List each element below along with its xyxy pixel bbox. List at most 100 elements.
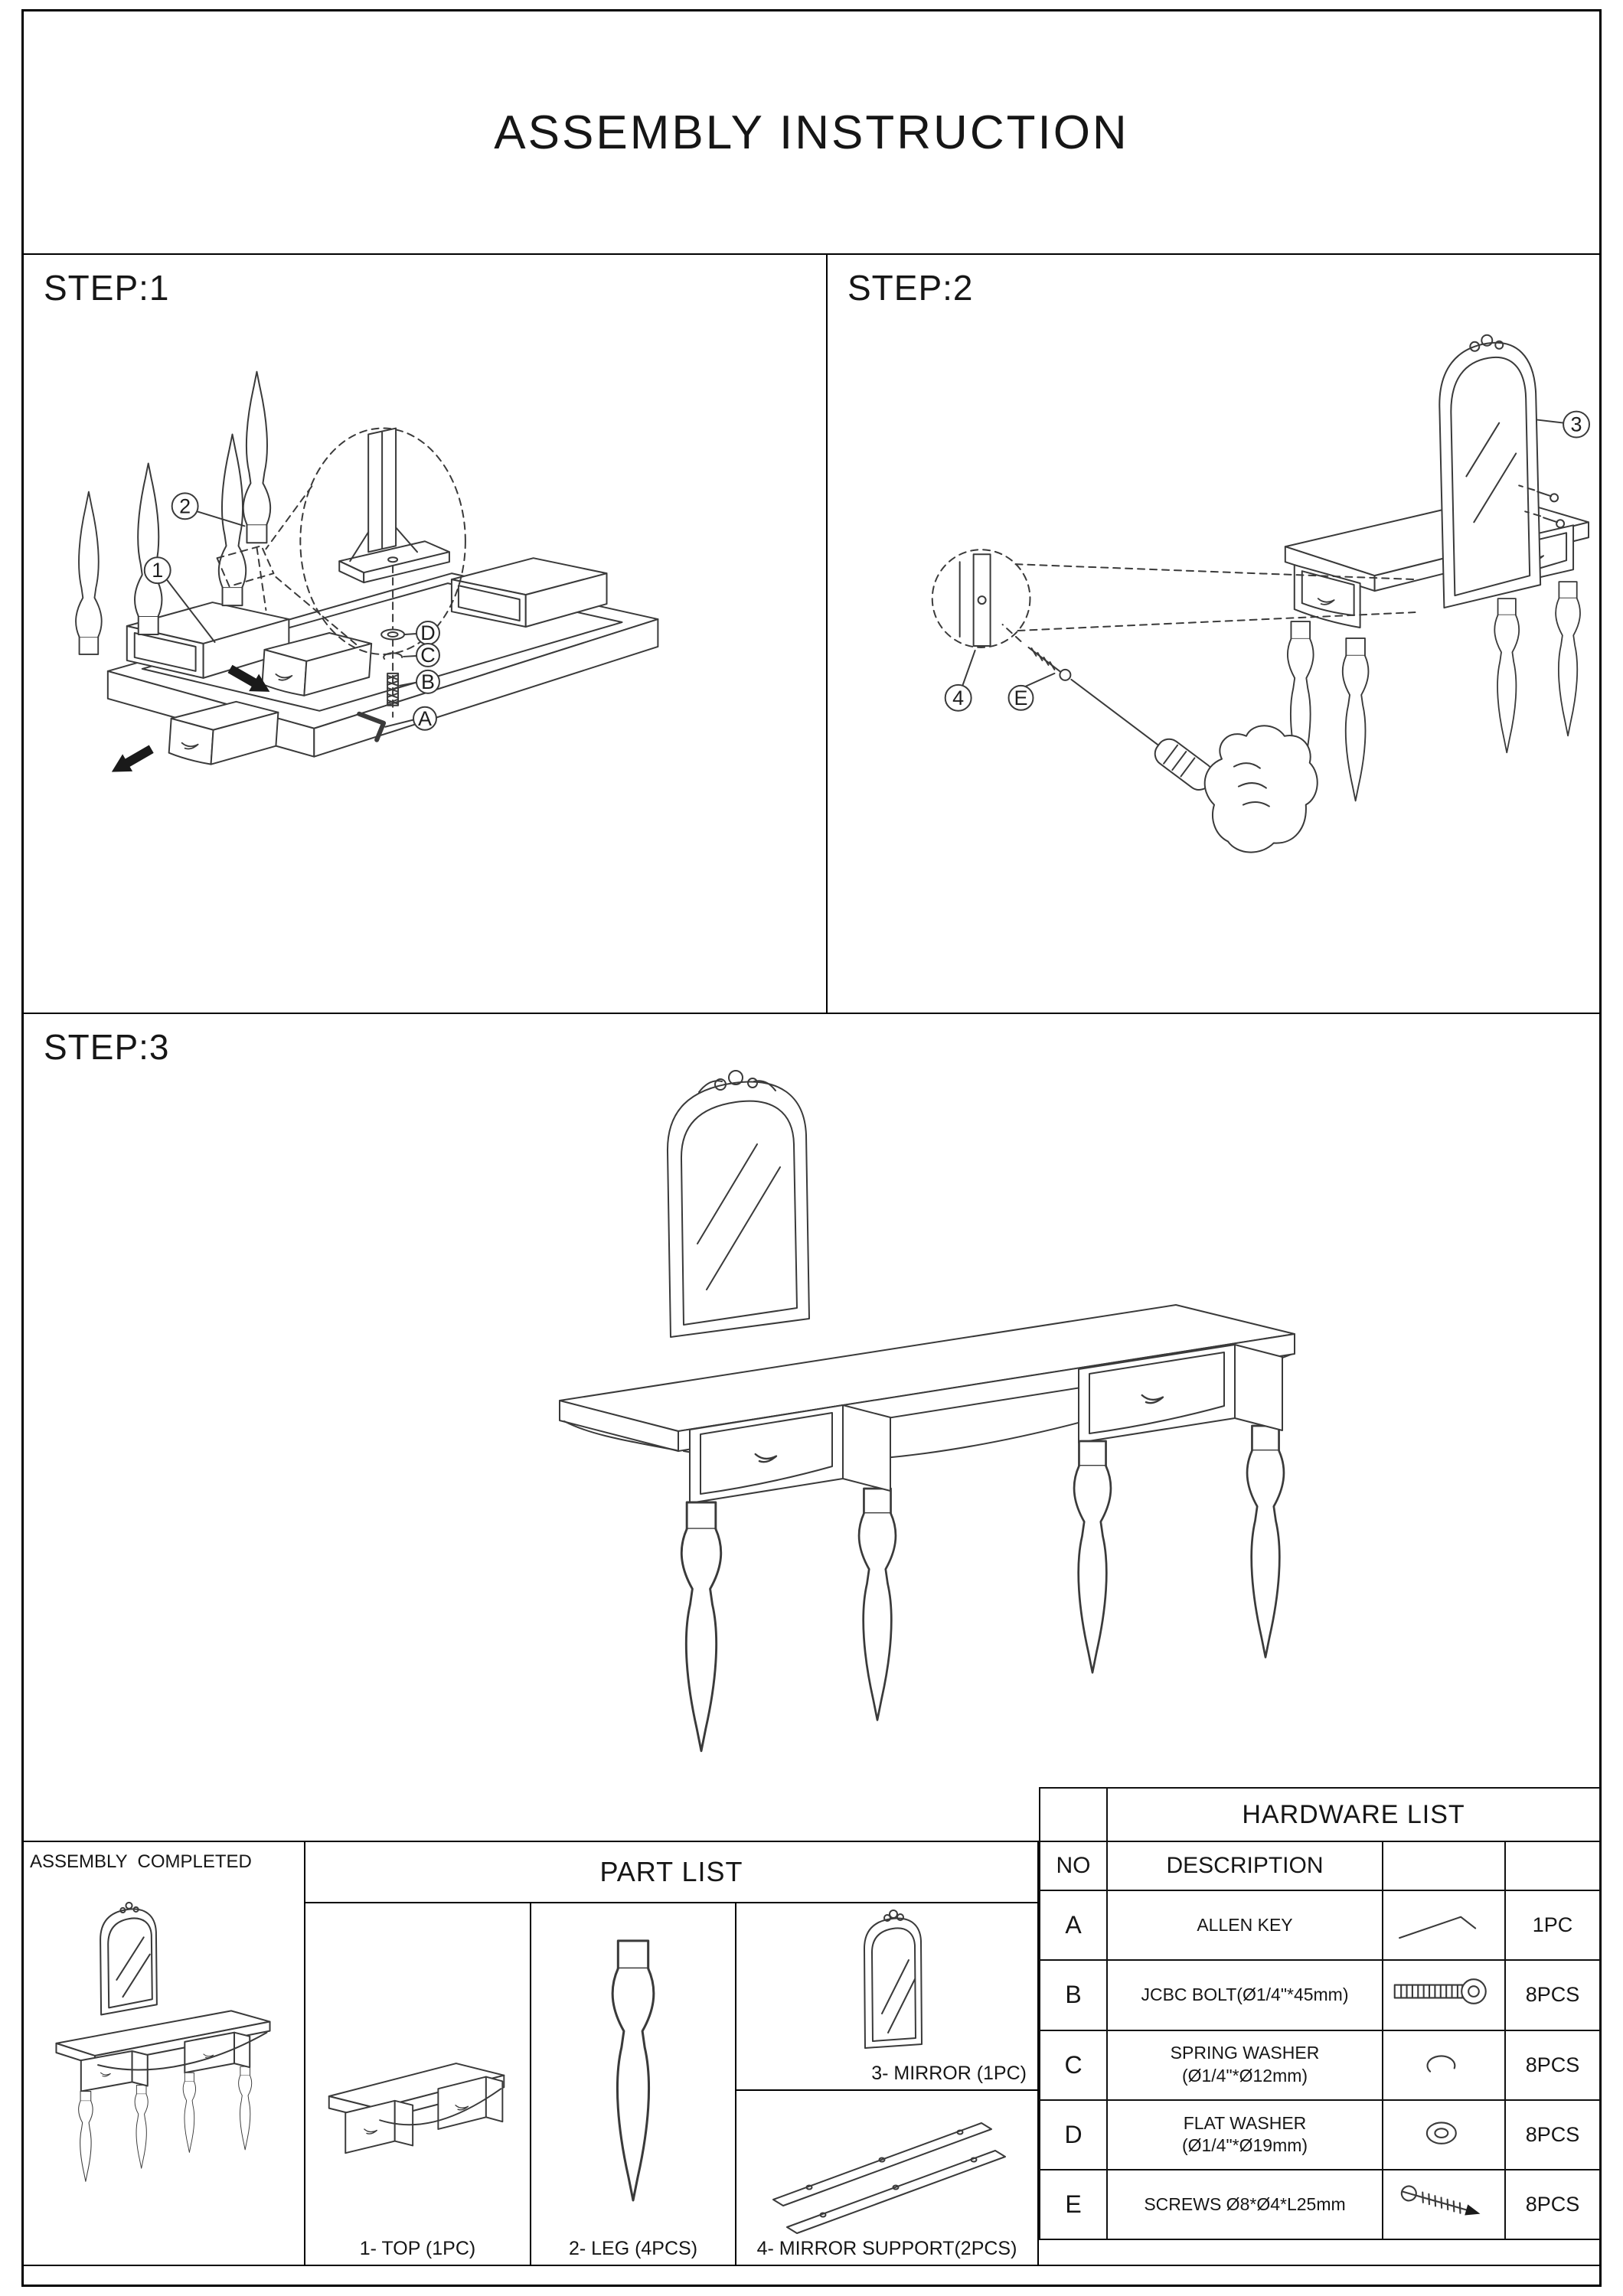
spring-washer-icon (1426, 2054, 1456, 2073)
part-col3: 3- MIRROR (1PC) 4- MIRROR SUPPORT(2PCS) (736, 1903, 1037, 2265)
leg (238, 2066, 253, 2151)
leg (611, 1939, 655, 2202)
leg (1073, 1440, 1112, 1674)
part-top-cell: 1- TOP (1PC) (305, 1903, 531, 2265)
part-leg-illustration (611, 1939, 655, 2202)
svg-text:B: B (421, 670, 435, 693)
bottom-row: ASSEMBLY COMPLETED (24, 1841, 1039, 2265)
mirror (100, 1901, 158, 2016)
part-mirror-support-cell: 4- MIRROR SUPPORT(2PCS) (736, 2091, 1037, 2265)
screw-icon (1518, 484, 1566, 529)
step2-label: STEP:2 (847, 268, 974, 308)
instruction-sheet: ASSEMBLY INSTRUCTION STEP:1 (21, 9, 1602, 2287)
callout-E-label: E (1014, 687, 1028, 709)
detail-view (931, 549, 1418, 648)
callout-3-label: 3 (1571, 413, 1582, 436)
mirror (666, 1070, 810, 1338)
drawer-pedestal (184, 2031, 251, 2074)
hw-row-d: D FLAT WASHER (Ø1/4"*Ø19mm) 8PCS (1039, 2099, 1602, 2171)
hw-row-c: C SPRING WASHER (Ø1/4"*Ø12mm) 8PCS (1039, 2029, 1602, 2101)
callout-4-badge: 4 (944, 649, 976, 712)
step2-illustration: 3 4 (931, 334, 1591, 853)
part-top-illustration (328, 2063, 505, 2154)
part-leg-cell: 2- LEG (4PCS) (531, 1903, 736, 2265)
callout-C-badge: C (403, 642, 440, 667)
part-mirror-label: 3- MIRROR (1PC) (871, 2063, 1027, 2084)
hw-corner-cell (1039, 1787, 1108, 1842)
mirror (1438, 334, 1542, 609)
allen-key-icon (1399, 1916, 1477, 1939)
callout-4-label: 4 (952, 687, 964, 709)
part-mirror-illustration (864, 1910, 923, 2049)
flat-washer-icon (380, 628, 406, 641)
spring-washer-icon (383, 652, 403, 660)
drawer-pedestal (1078, 1344, 1283, 1443)
part-mirror-cell: 3- MIRROR (1PC) (736, 1903, 1037, 2091)
hw-row-a: A ALLEN KEY 1PC (1039, 1889, 1602, 1962)
bolt-icon (387, 672, 400, 706)
leg (1246, 1424, 1285, 1658)
hw-row-b: B JCBC BOLT(Ø1/4"*45mm) 8PCS (1039, 1959, 1602, 2031)
part-mirror-support-label: 4- MIRROR SUPPORT(2PCS) (756, 2238, 1017, 2259)
hw-row-description: FLAT WASHER (Ø1/4"*Ø19mm) (1106, 2099, 1383, 2171)
step1-illustration: 1 2 (75, 370, 659, 781)
callout-1-badge: 1 (143, 556, 216, 643)
vanity-complete (559, 1070, 1295, 1753)
hw-col-qty (1504, 1841, 1602, 1891)
step1-label: STEP:1 (44, 268, 170, 308)
flat-washer-icon (1425, 2122, 1457, 2144)
hw-row-letter: E (1039, 2169, 1108, 2241)
callout-3-badge: 3 (1536, 410, 1591, 439)
leg (182, 2072, 197, 2153)
part-mirror-support-illustration (772, 2122, 1006, 2234)
drawer (168, 700, 279, 765)
hw-row-description: SCREWS Ø8*Ø4*L25mm (1106, 2169, 1383, 2241)
bottom-strip (24, 2265, 1599, 2285)
part-list-panel: PART LIST (305, 1842, 1039, 2265)
detail-view (265, 427, 466, 742)
step3-label: STEP:3 (44, 1027, 170, 1067)
svg-text:D: D (420, 621, 435, 644)
direction-arrow (106, 739, 158, 781)
leg (78, 2091, 93, 2182)
step3-panel: STEP:3 (24, 1014, 1599, 1841)
leg-floating (242, 370, 272, 544)
leg (134, 2084, 149, 2169)
title-block: ASSEMBLY INSTRUCTION (24, 11, 1599, 255)
hw-row-qty: 8PCS (1504, 2099, 1602, 2171)
assembly-completed-panel: ASSEMBLY COMPLETED (24, 1842, 305, 2265)
callout-D-badge: D (404, 621, 440, 645)
leg (134, 462, 163, 635)
hw-row-qty: 1PC (1504, 1889, 1602, 1962)
leg (680, 1501, 723, 1753)
hw-row-qty: 8PCS (1504, 2169, 1602, 2241)
hw-row-qty: 8PCS (1504, 2029, 1602, 2101)
leg (857, 1487, 897, 1721)
hw-col-icon (1382, 1841, 1506, 1891)
allen-key-icon (357, 711, 387, 742)
hardware-list-title: HARDWARE LIST (1105, 1787, 1602, 1842)
svg-text:A: A (418, 707, 432, 730)
hw-row-letter: C (1039, 2029, 1108, 2101)
hw-row-description: JCBC BOLT(Ø1/4"*45mm) (1106, 1959, 1383, 2031)
assembly-completed-illustration (55, 1901, 271, 2182)
bolt-icon (1393, 1978, 1487, 2005)
svg-text:C: C (420, 644, 435, 667)
screwdriver-icon (1070, 678, 1214, 791)
mirror (864, 1910, 923, 2049)
hw-row-description: SPRING WASHER (Ø1/4"*Ø12mm) (1106, 2029, 1383, 2101)
table (1284, 495, 1590, 802)
drawer-pedestal (689, 1404, 891, 1504)
step3-illustration (559, 1070, 1295, 1753)
drawer-pedestal (437, 2076, 504, 2130)
hw-row-e: E SCREWS Ø8*Ø4*L25mm 8PCS (1039, 2169, 1602, 2241)
mirror-support-bars (772, 2122, 1006, 2234)
callout-1-label: 1 (152, 559, 163, 582)
table-top-part (328, 2063, 505, 2154)
callout-B-badge: B (399, 669, 440, 694)
page-title: ASSEMBLY INSTRUCTION (494, 106, 1129, 159)
hw-row-description: ALLEN KEY (1106, 1889, 1383, 1962)
drawer (261, 632, 373, 696)
hw-row-letter: D (1039, 2099, 1108, 2171)
drawer-pedestal (345, 2099, 414, 2154)
